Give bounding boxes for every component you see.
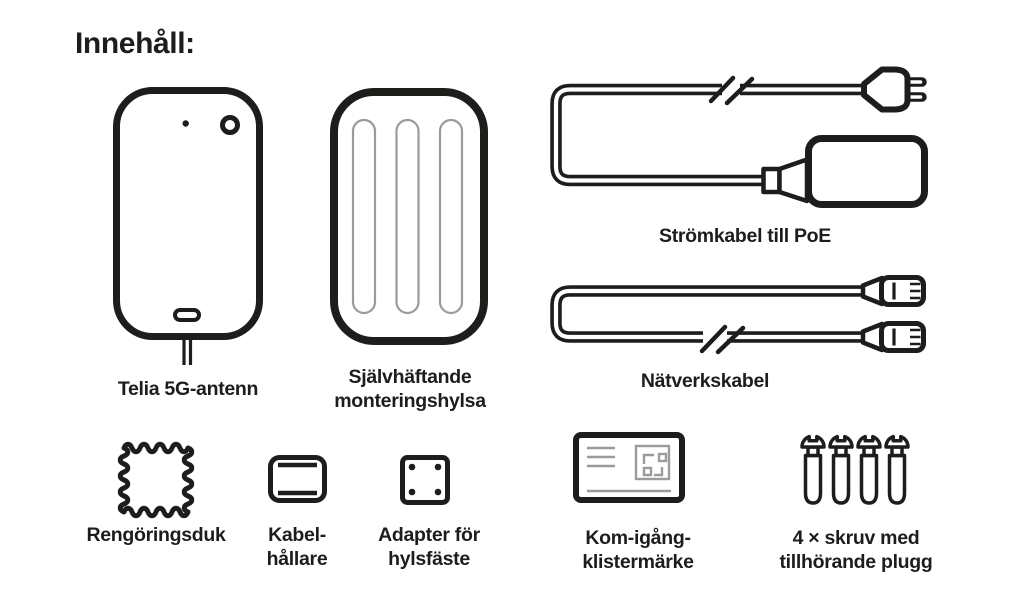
mounting-sleeve-label: Självhäftande monteringshylsa — [334, 366, 486, 412]
antenna-icon — [113, 87, 263, 365]
poe-connector-taper — [777, 157, 810, 204]
antenna-led-dot — [182, 120, 189, 127]
cleaning-cloth-icon — [117, 441, 195, 519]
mounting-sleeve-icon — [330, 88, 488, 345]
sticker-label: Kom-igång- klistermärke — [582, 527, 694, 573]
cable-holder-icon — [268, 455, 327, 503]
antenna-ring — [220, 115, 240, 135]
sticker-text-lines — [587, 446, 615, 468]
network-cable-label: Nätverkskabel — [640, 370, 770, 392]
adapter-label: Adapter för hylsfäste — [378, 524, 480, 570]
cleaning-cloth-label: Rengöringsduk — [86, 524, 226, 546]
screws-label: 4 × skruv med tillhörande plugg — [779, 527, 933, 573]
power-cable-icon — [550, 66, 928, 208]
poe-injector-box — [805, 135, 928, 208]
antenna-label: Telia 5G-antenn — [117, 378, 259, 400]
rj45-connector — [860, 321, 926, 353]
cable-holder-label: Kabel- hållare — [266, 524, 328, 570]
adapter-icon — [400, 455, 450, 505]
sticker-icon — [573, 432, 685, 503]
cable-break-mark — [708, 75, 755, 106]
cable-break-mark — [699, 324, 746, 355]
page-title: Innehåll: — [75, 27, 195, 60]
power-cable-label: Strömkabel till PoE — [658, 225, 831, 247]
qr-code-icon — [634, 444, 671, 481]
antenna-cable — [182, 338, 193, 365]
network-cable-icon — [550, 275, 926, 355]
screws-icon — [800, 434, 910, 505]
poe-connector-step — [761, 166, 782, 195]
plug-body — [861, 66, 911, 113]
antenna-slot — [173, 308, 201, 322]
rj45-connector — [860, 275, 926, 307]
